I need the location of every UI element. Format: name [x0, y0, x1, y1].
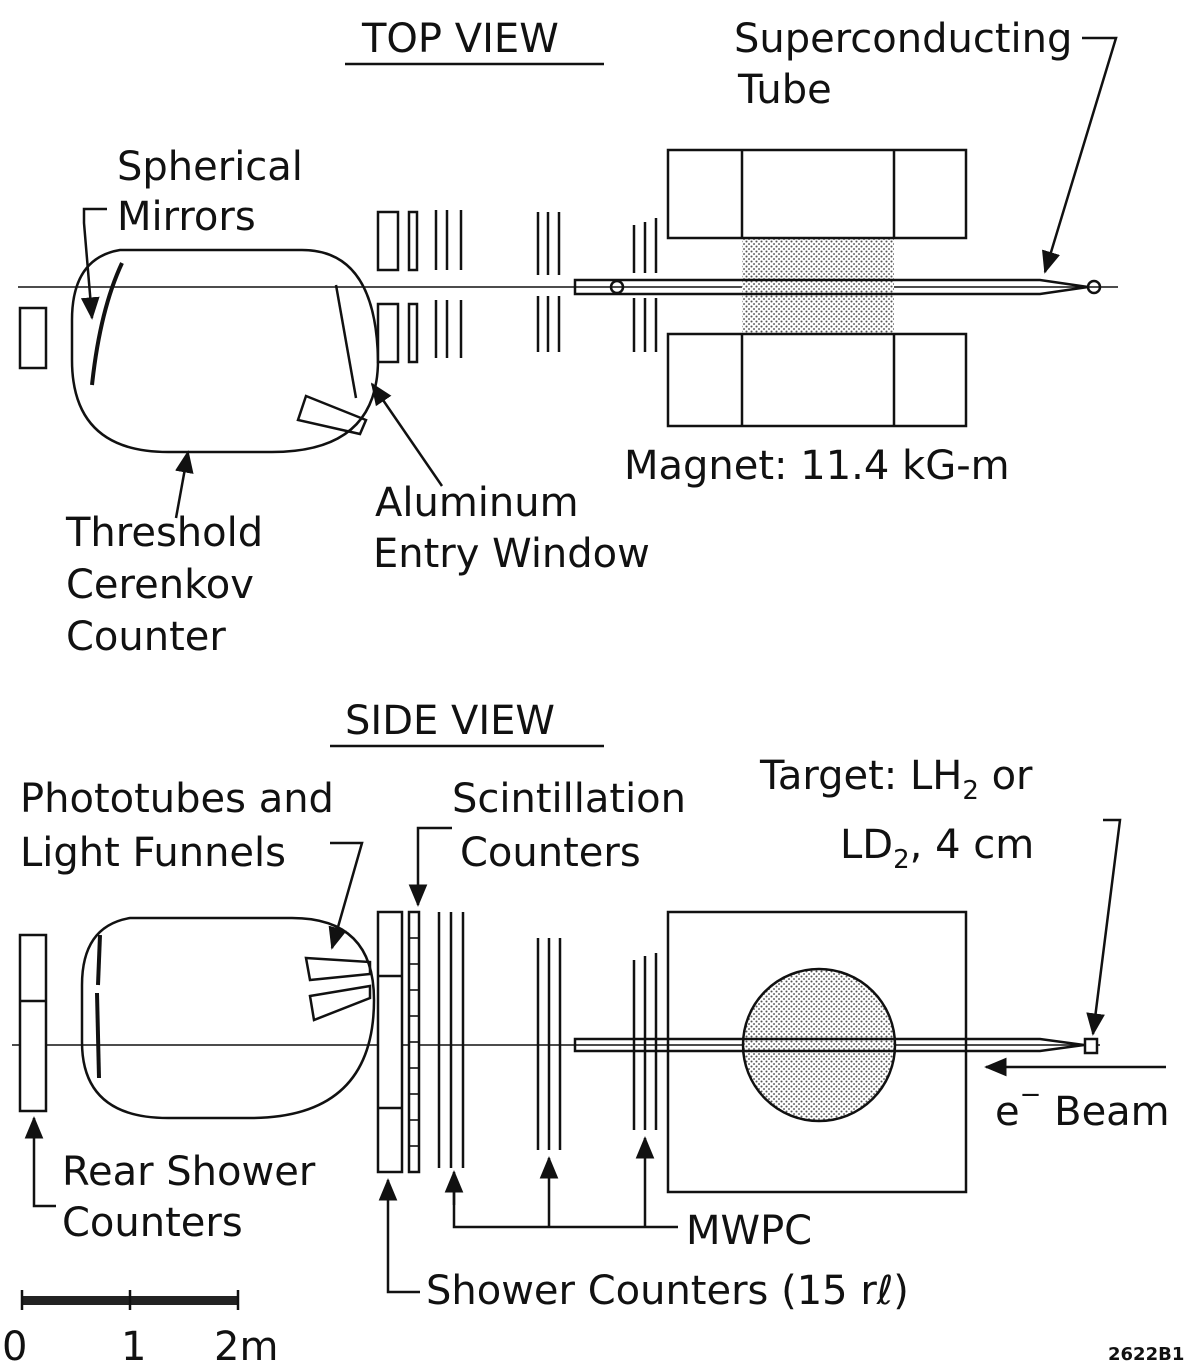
- label-magnet: Magnet: 11.4 kG-m: [624, 443, 1010, 489]
- top-scintillator-lower: [407, 302, 419, 364]
- top-superconducting-tube: [573, 278, 1089, 296]
- top-target: [1086, 279, 1102, 295]
- label-spherical-mirrors: Spherical Mirrors: [117, 144, 316, 240]
- top-mwpc-group-3: [632, 218, 658, 352]
- top-view: TOP VIEW: [18, 16, 1118, 660]
- top-spherical-mirror: [90, 262, 124, 386]
- side-mwpc-group-3: [632, 953, 658, 1130]
- top-phototube: [296, 394, 368, 436]
- leader-aluminum-window: [370, 382, 444, 487]
- label-beam: e− Beam: [995, 1080, 1170, 1135]
- leader-rear-shower: [24, 1116, 56, 1208]
- top-magnet-yoke-lower: [666, 332, 968, 428]
- side-view: SIDE VIEW: [12, 698, 1170, 1314]
- top-magnet-gap-field: [742, 238, 894, 334]
- side-spherical-mirror-upper: [96, 934, 102, 986]
- scale-tick-0: 0: [2, 1324, 27, 1367]
- label-target: Target: LH2 or LD2, 4 cm: [759, 753, 1045, 875]
- top-shower-counter-upper: [376, 210, 400, 272]
- side-target: [1083, 1037, 1099, 1055]
- top-shower-counter-lower: [376, 302, 400, 364]
- side-phototube-upper: [304, 956, 372, 982]
- side-shower-counters: [376, 910, 404, 1174]
- label-cerenkov-counter: Threshold Cerenkov Counter: [65, 510, 276, 660]
- label-scintillation-counters: Scintillation Counters: [452, 776, 699, 876]
- figure-id: 2622B1: [1108, 1344, 1184, 1365]
- scale-bar: 0 1 2m: [2, 1290, 278, 1367]
- scale-tick-2m: 2m: [214, 1324, 278, 1367]
- label-superconducting-tube: Superconducting Tube: [734, 16, 1085, 113]
- side-view-title: SIDE VIEW: [345, 698, 555, 744]
- leader-phototubes: [328, 841, 364, 950]
- top-magnet-yoke-upper: [666, 148, 968, 240]
- leader-superconducting-tube: [1042, 36, 1118, 274]
- side-phototube-lower: [308, 984, 372, 1022]
- leader-scintillation: [408, 826, 452, 907]
- leader-target: [1086, 818, 1122, 1036]
- top-scintillator-upper: [407, 210, 419, 272]
- top-mwpc-group-2: [536, 212, 561, 352]
- leader-shower-counters: [378, 1178, 420, 1294]
- side-cerenkov-vessel: [80, 916, 376, 1120]
- top-mwpc-group-1: [434, 210, 463, 358]
- leader-spherical-mirrors: [80, 207, 107, 320]
- label-mwpc: MWPC: [686, 1208, 812, 1254]
- top-rear-shower-counter: [18, 306, 48, 370]
- top-aluminum-window-plate: [334, 284, 358, 399]
- side-superconducting-tube: [573, 1037, 1085, 1053]
- side-rear-shower-counter: [18, 933, 48, 1113]
- side-mwpc-group-1: [437, 912, 465, 1168]
- label-shower-counters: Shower Counters (15 rℓ): [426, 1268, 909, 1314]
- label-aluminum-window: Aluminum Entry Window: [373, 480, 650, 577]
- scale-tick-1: 1: [121, 1324, 146, 1367]
- side-mwpc-group-2: [536, 938, 562, 1150]
- top-tube-flange: [609, 279, 625, 295]
- leader-cerenkov-counter: [174, 450, 194, 519]
- label-phototubes: Phototubes and Light Funnels: [20, 776, 347, 876]
- top-view-title: TOP VIEW: [361, 16, 559, 62]
- side-magnet-pole: [741, 967, 897, 1123]
- side-spherical-mirror-lower: [95, 992, 101, 1079]
- label-rear-shower-counters: Rear Shower Counters: [62, 1149, 328, 1246]
- top-cerenkov-vessel: [70, 248, 380, 454]
